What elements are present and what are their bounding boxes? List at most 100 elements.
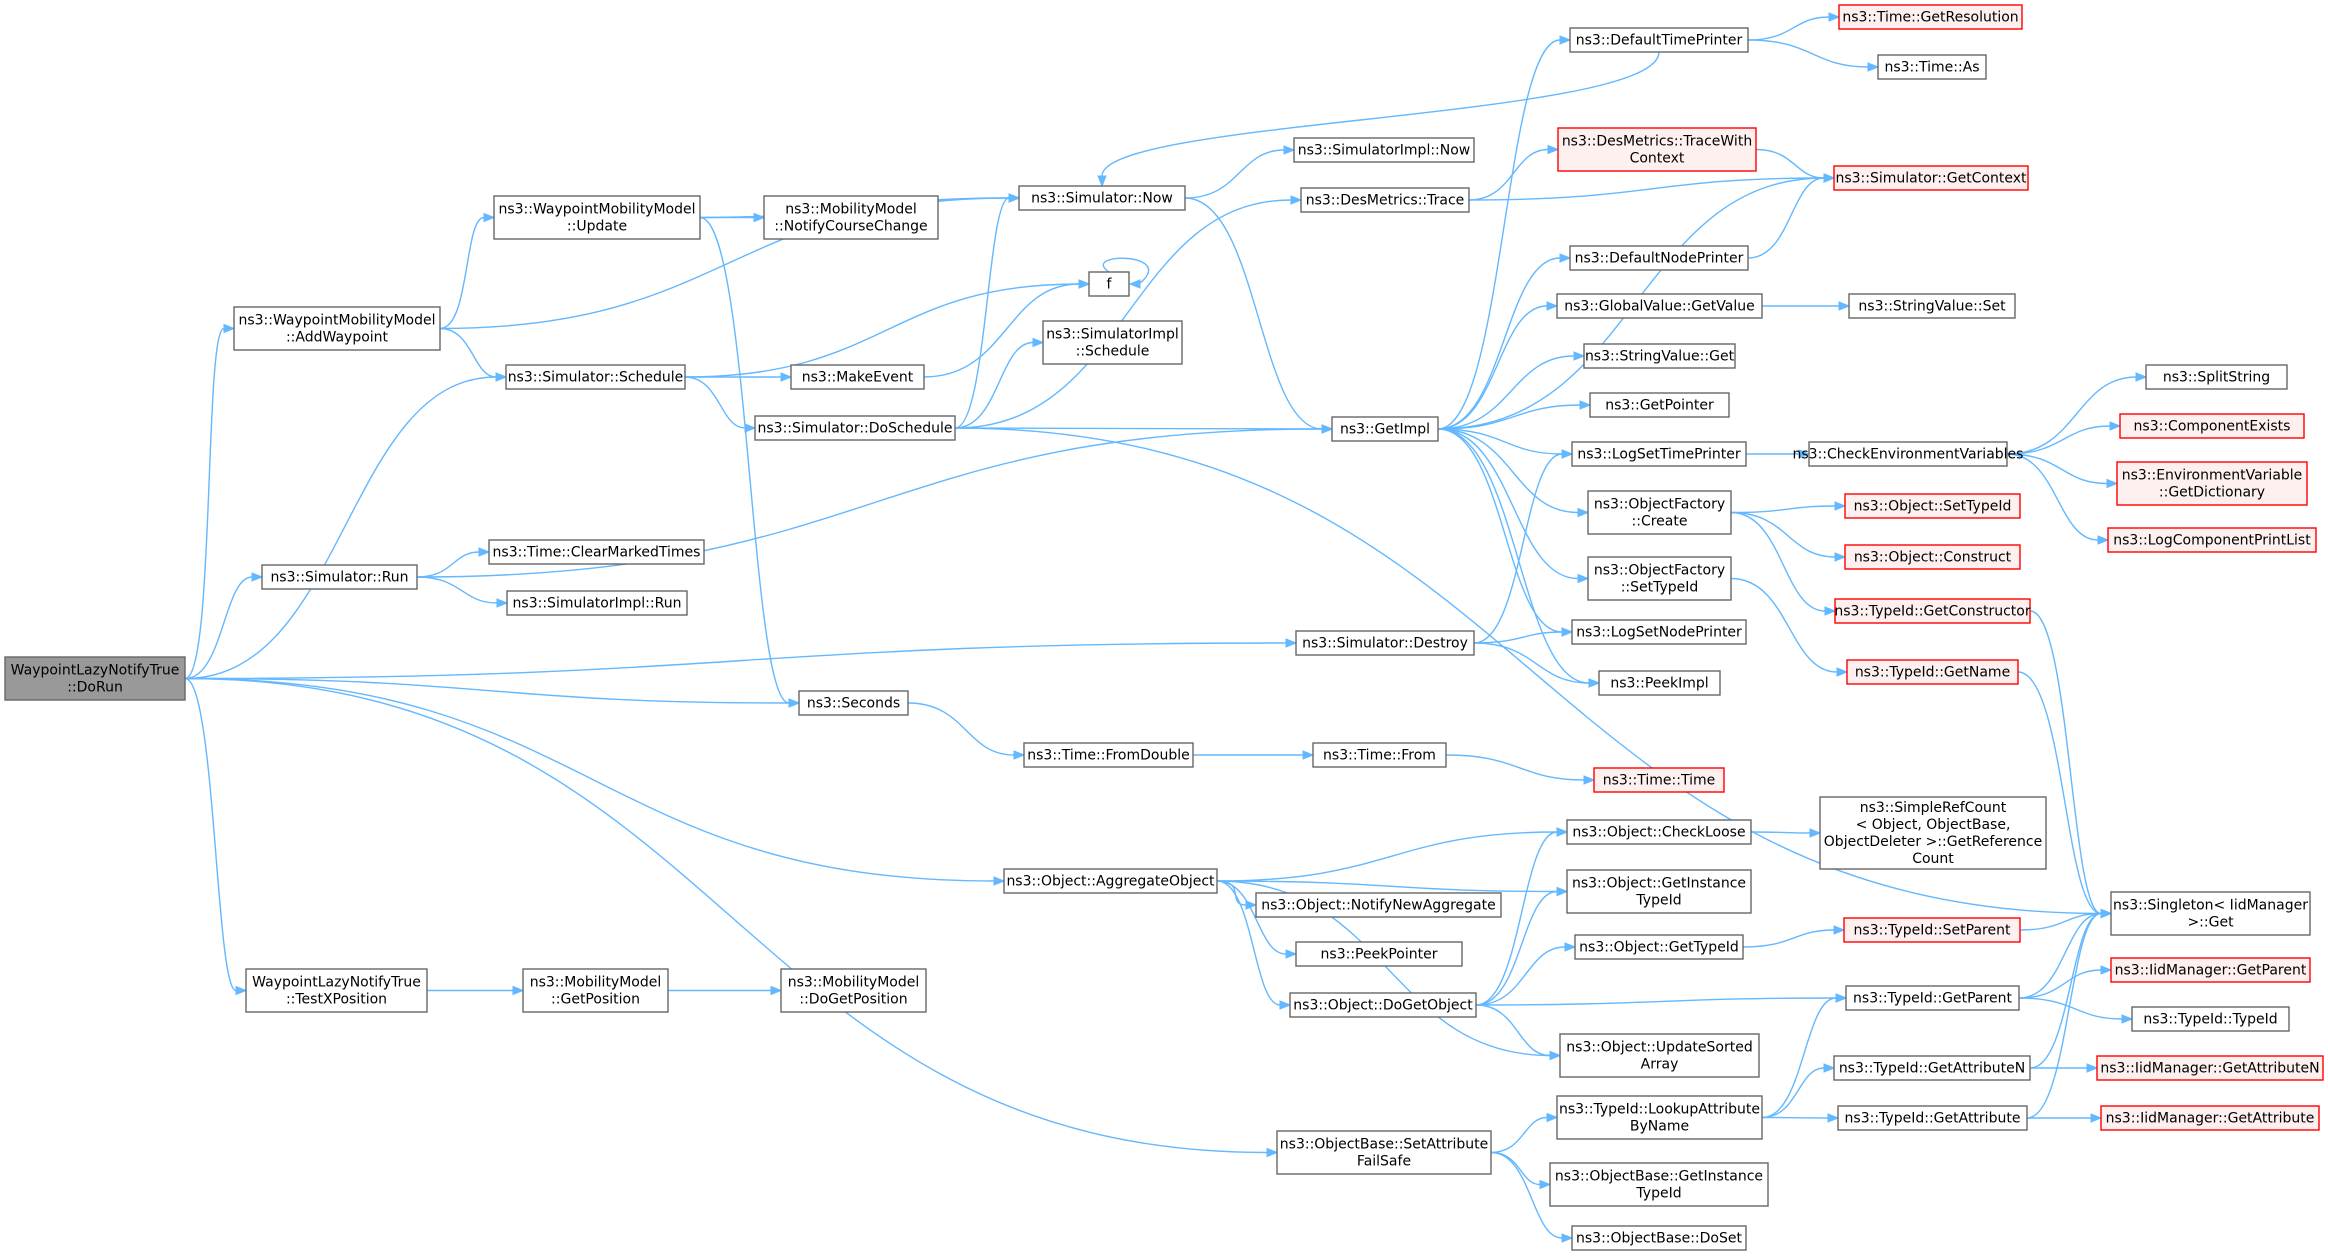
- node-sv-set[interactable]: ns3::StringValue::Set: [1848, 293, 2016, 319]
- node-sim-schedule[interactable]: ns3::Simulator::Schedule: [505, 364, 686, 390]
- node-label: ns3::Object::NotifyNewAggregate: [1261, 898, 1495, 914]
- node-time-getres[interactable]: ns3::Time::GetResolution: [1838, 4, 2023, 30]
- node-simple-refcount[interactable]: ns3::SimpleRefCount< Object, ObjectBase,…: [1819, 796, 2047, 870]
- node-label: WaypointLazyNotifyTrue: [252, 975, 421, 991]
- edge-get-impl-to-def-node-printer: [1437, 253, 1572, 430]
- node-box: [233, 306, 441, 351]
- node-tid-typeid[interactable]: ns3::TypeId::TypeId: [2131, 1006, 2290, 1032]
- node-time-time[interactable]: ns3::Time::Time: [1593, 767, 1725, 793]
- node-tid-getparent[interactable]: ns3::TypeId::GetParent: [1845, 985, 2020, 1011]
- node-box: [1877, 54, 1987, 80]
- node-simimpl-now[interactable]: ns3::SimulatorImpl::Now: [1293, 137, 1475, 163]
- node-box: [1846, 659, 2019, 685]
- node-label: ns3::DesMetrics::TraceWith: [1562, 134, 1752, 150]
- node-def-time-printer[interactable]: ns3::DefaultTimePrinter: [1569, 27, 1749, 53]
- node-box: [763, 195, 939, 240]
- node-label: ns3::SimulatorImpl::Now: [1298, 143, 1471, 159]
- node-box: [798, 690, 909, 716]
- node-mm-notify[interactable]: ns3::MobilityModel::NotifyCourseChange: [763, 195, 939, 240]
- edge-def-node-printer-to-sim-getctx: [1747, 173, 1836, 259]
- node-sim-run[interactable]: ns3::Simulator::Run: [261, 564, 418, 590]
- node-sim-now[interactable]: ns3::Simulator::Now: [1018, 185, 1186, 211]
- node-sim-getctx[interactable]: ns3::Simulator::GetContext: [1833, 165, 2029, 191]
- node-mm-dogetpos[interactable]: ns3::MobilityModel::DoGetPosition: [780, 968, 927, 1013]
- node-mm-getpos[interactable]: ns3::MobilityModel::GetPosition: [522, 968, 669, 1013]
- node-def-node-printer[interactable]: ns3::DefaultNodePrinter: [1569, 245, 1749, 271]
- node-f[interactable]: f: [1088, 271, 1130, 297]
- edge-sim-schedule-to-make-event: [685, 372, 793, 382]
- node-sim-doschedule[interactable]: ns3::Simulator::DoSchedule: [754, 415, 956, 441]
- node-root[interactable]: WaypointLazyNotifyTrue::DoRun: [4, 656, 186, 701]
- node-tid-getattrn[interactable]: ns3::TypeId::GetAttributeN: [1833, 1055, 2031, 1081]
- node-label: ns3::Object::Construct: [1854, 550, 2012, 566]
- node-label: ns3::Simulator::Schedule: [508, 370, 684, 386]
- node-label: ns3::TypeId::GetConstructor: [1834, 604, 2030, 620]
- node-box: [1295, 630, 1475, 656]
- node-label: ns3::MobilityModel: [785, 202, 917, 218]
- node-obj-settypeid[interactable]: ns3::Object::SetTypeId: [1844, 493, 2021, 519]
- node-wmm-update[interactable]: ns3::WaypointMobilityModel::Update: [493, 195, 701, 240]
- nodes-layer: WaypointLazyNotifyTrue::DoRun ns3::Waypoi…: [4, 4, 2324, 1251]
- node-log-set-time[interactable]: ns3::LogSetTimePrinter: [1571, 441, 1747, 467]
- node-split-string[interactable]: ns3::SplitString: [2145, 364, 2288, 390]
- node-make-event[interactable]: ns3::MakeEvent: [790, 364, 925, 390]
- node-tid-getctor[interactable]: ns3::TypeId::GetConstructor: [1834, 598, 2031, 624]
- node-singleton-get[interactable]: ns3::Singleton< IidManager>::Get: [2110, 891, 2311, 936]
- edge-obj-dogetobj-to-obj-checkloose: [1475, 827, 1569, 1006]
- node-label: >::Get: [2187, 915, 2234, 931]
- node-env-getdict[interactable]: ns3::EnvironmentVariable::GetDictionary: [2116, 461, 2308, 506]
- node-peek-impl[interactable]: ns3::PeekImpl: [1598, 670, 1721, 696]
- node-get-impl[interactable]: ns3::GetImpl: [1331, 416, 1439, 442]
- node-obj-construct[interactable]: ns3::Object::Construct: [1844, 544, 2021, 570]
- node-tid-getattr[interactable]: ns3::TypeId::GetAttribute: [1837, 1105, 2028, 1131]
- node-wmm-addwp[interactable]: ns3::WaypointMobilityModel::AddWaypoint: [233, 306, 441, 351]
- node-obj-gettypeid[interactable]: ns3::Object::GetTypeId: [1574, 934, 1744, 960]
- node-label: FailSafe: [1357, 1154, 1411, 1170]
- node-seconds[interactable]: ns3::Seconds: [798, 690, 909, 716]
- node-iid-getattr[interactable]: ns3::IidManager::GetAttribute: [2100, 1105, 2320, 1131]
- node-wlnt-testx[interactable]: WaypointLazyNotifyTrue::TestXPosition: [245, 968, 428, 1013]
- node-time-from[interactable]: ns3::Time::From: [1312, 742, 1447, 768]
- node-label: TypeId: [1635, 1186, 1681, 1202]
- node-obj-notifynew[interactable]: ns3::Object::NotifyNewAggregate: [1255, 892, 1502, 918]
- node-time-as[interactable]: ns3::Time::As: [1877, 54, 1987, 80]
- node-comp-exists[interactable]: ns3::ComponentExists: [2119, 413, 2305, 439]
- node-tid-getname[interactable]: ns3::TypeId::GetName: [1846, 659, 2019, 685]
- edge-root-to-obj-aggregate: [184, 677, 1006, 886]
- node-log-set-node[interactable]: ns3::LogSetNodePrinter: [1571, 619, 1747, 645]
- node-label: ns3::StringValue::Set: [1858, 299, 2006, 315]
- node-des-trace[interactable]: ns3::DesMetrics::Trace: [1300, 187, 1470, 213]
- node-time-fromdouble[interactable]: ns3::Time::FromDouble: [1023, 742, 1194, 768]
- edge-sim-schedule-to-f: [684, 279, 1091, 378]
- node-obj-aggregate[interactable]: ns3::Object::AggregateObject: [1003, 868, 1218, 894]
- node-get-pointer[interactable]: ns3::GetPointer: [1589, 392, 1730, 418]
- node-obj-checkloose[interactable]: ns3::Object::CheckLoose: [1566, 819, 1752, 845]
- node-of-settypeid[interactable]: ns3::ObjectFactory::SetTypeId: [1587, 556, 1732, 601]
- node-simimpl-run[interactable]: ns3::SimulatorImpl::Run: [506, 590, 688, 616]
- node-log-comp-print[interactable]: ns3::LogComponentPrintList: [2107, 527, 2317, 553]
- node-gv-getvalue[interactable]: ns3::GlobalValue::GetValue: [1556, 293, 1763, 319]
- node-obj-dogetobj[interactable]: ns3::Object::DoGetObject: [1289, 992, 1477, 1018]
- node-of-create[interactable]: ns3::ObjectFactory::Create: [1587, 490, 1732, 535]
- node-simimpl-schedule[interactable]: ns3::SimulatorImpl::Schedule: [1042, 320, 1183, 365]
- node-peek-pointer[interactable]: ns3::PeekPointer: [1295, 941, 1463, 967]
- node-sv-get[interactable]: ns3::StringValue::Get: [1583, 343, 1736, 369]
- node-ob-doset[interactable]: ns3::ObjectBase::DoSet: [1571, 1225, 1747, 1251]
- node-label: WaypointLazyNotifyTrue: [11, 663, 180, 679]
- node-iid-getparent[interactable]: ns3::IidManager::GetParent: [2110, 957, 2311, 983]
- node-box: [1566, 819, 1752, 845]
- node-check-env[interactable]: ns3::CheckEnvironmentVariables: [1793, 441, 2024, 467]
- node-sim-destroy[interactable]: ns3::Simulator::Destroy: [1295, 630, 1475, 656]
- node-iid-getattrn[interactable]: ns3::IidManager::GetAttributeN: [2096, 1055, 2324, 1081]
- edge-check-env-to-env-getdict: [2006, 453, 2119, 489]
- node-time-clear[interactable]: ns3::Time::ClearMarkedTimes: [488, 539, 705, 565]
- node-tid-setparent[interactable]: ns3::TypeId::SetParent: [1843, 917, 2021, 943]
- node-label: ns3::WaypointMobilityModel: [498, 202, 695, 218]
